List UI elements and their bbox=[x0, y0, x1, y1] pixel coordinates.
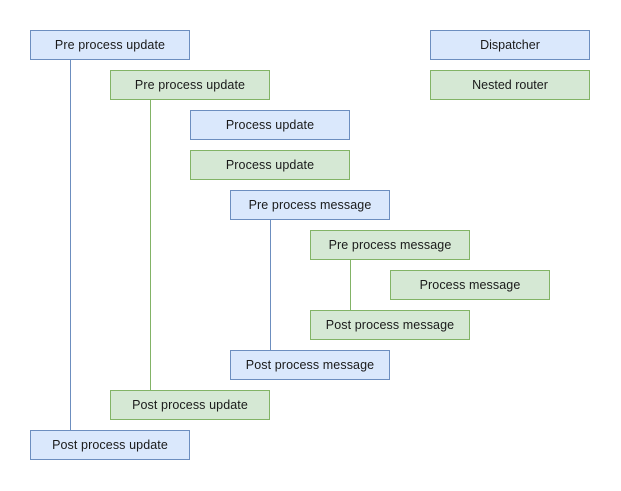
node-post-process-message-router[interactable]: Post process message bbox=[310, 310, 470, 340]
connector-router-inner-spine bbox=[350, 260, 351, 310]
node-process-message-router[interactable]: Process message bbox=[390, 270, 550, 300]
node-process-update-router[interactable]: Process update bbox=[190, 150, 350, 180]
connector-router-outer-spine bbox=[150, 100, 151, 390]
legend-item-nested-router[interactable]: Nested router bbox=[430, 70, 590, 100]
node-pre-process-message-dispatcher[interactable]: Pre process message bbox=[230, 190, 390, 220]
node-post-process-update-dispatcher[interactable]: Post process update bbox=[30, 430, 190, 460]
node-post-process-update-router[interactable]: Post process update bbox=[110, 390, 270, 420]
connector-dispatcher-outer-spine bbox=[70, 60, 71, 430]
node-pre-process-update-router[interactable]: Pre process update bbox=[110, 70, 270, 100]
legend-item-dispatcher[interactable]: Dispatcher bbox=[430, 30, 590, 60]
node-pre-process-message-router[interactable]: Pre process message bbox=[310, 230, 470, 260]
node-process-update-dispatcher[interactable]: Process update bbox=[190, 110, 350, 140]
node-post-process-message-dispatcher[interactable]: Post process message bbox=[230, 350, 390, 380]
connector-dispatcher-inner-spine bbox=[270, 220, 271, 350]
node-pre-process-update-dispatcher[interactable]: Pre process update bbox=[30, 30, 190, 60]
